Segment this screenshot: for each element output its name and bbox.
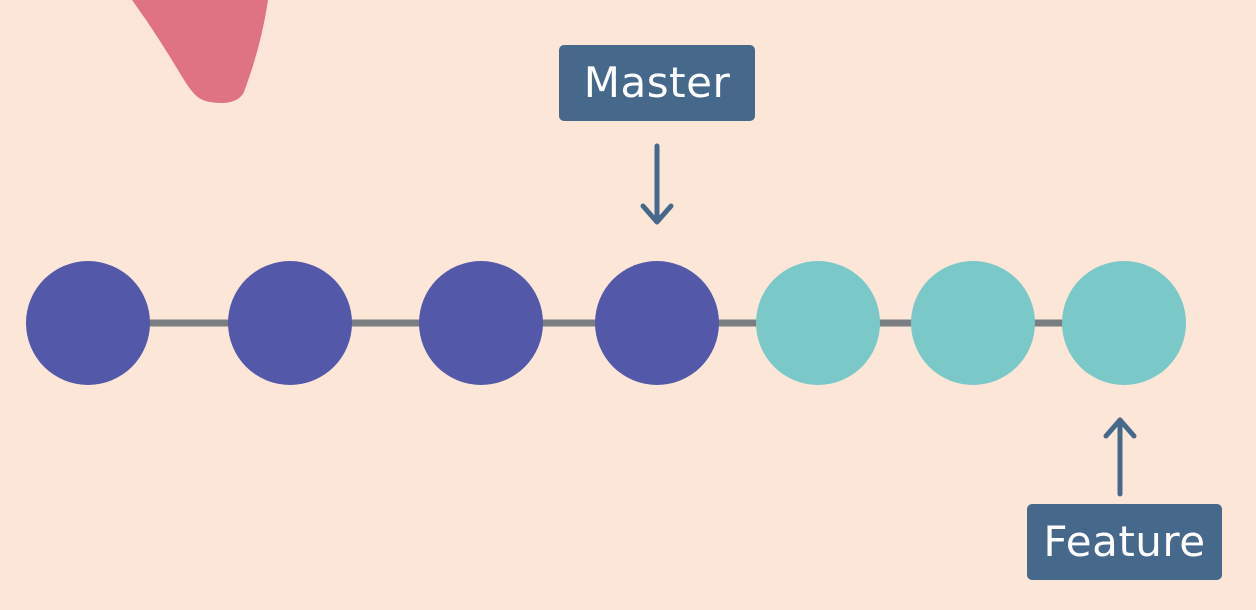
feature-branch-label: Feature (1027, 504, 1222, 580)
master-commit-node (228, 261, 352, 385)
feature-commit-node (911, 261, 1035, 385)
master-commit-node (419, 261, 543, 385)
feature-commit-node (756, 261, 880, 385)
master-branch-label: Master (559, 45, 755, 121)
pink-brush-decoration (132, 0, 268, 103)
master-commit-node (595, 261, 719, 385)
commits (26, 261, 1186, 385)
feature-pointer-arrow (1103, 417, 1137, 497)
feature-commit-node (1062, 261, 1186, 385)
master-pointer-arrow (640, 143, 674, 225)
master-commit-node (26, 261, 150, 385)
